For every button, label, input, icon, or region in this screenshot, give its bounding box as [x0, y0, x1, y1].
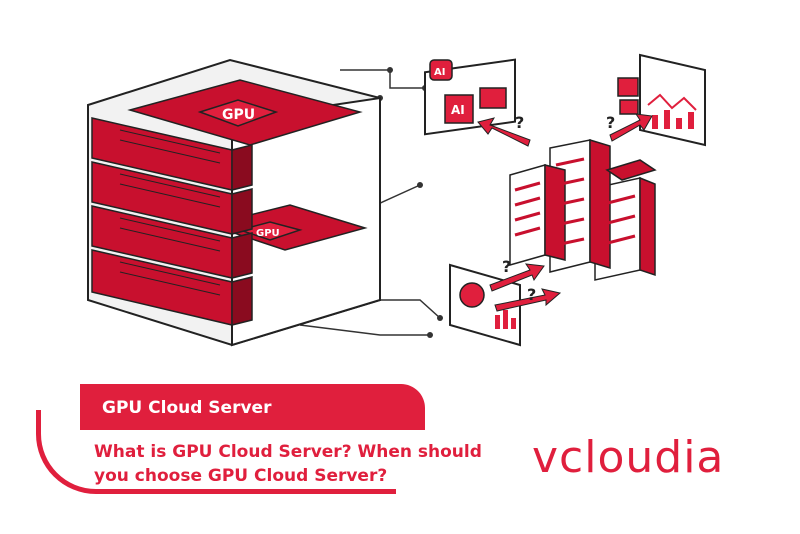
hero-illustration: GPU GPU AI — [87, 53, 706, 347]
gpu-board-top: GPU — [127, 79, 363, 146]
connector-dots — [377, 67, 443, 338]
server-rack: GPU GPU — [87, 58, 381, 347]
panel-ai-code: AI AI — [424, 58, 516, 136]
gpu-chip-label-top: GPU — [222, 107, 255, 123]
question-mark-2: ? — [606, 113, 615, 132]
gpu-chip-label-bottom: GPU — [256, 228, 280, 239]
banner-tag-label: GPU Cloud Server — [102, 398, 272, 418]
headline-line-2: you choose GPU Cloud Server? — [94, 466, 388, 486]
banner-frame — [36, 384, 425, 494]
banner-tag-pill — [80, 384, 425, 430]
headline: What is GPU Cloud Server? When should yo… — [94, 440, 534, 488]
data-center-towers — [509, 138, 657, 281]
headline-line-1: What is GPU Cloud Server? When should — [94, 442, 482, 462]
ai-badge-icon: AI — [434, 67, 445, 78]
banner-curve — [36, 410, 396, 494]
flow-arrows — [477, 113, 653, 312]
question-mark-1: ? — [515, 113, 524, 132]
panel-chart-top — [617, 53, 706, 147]
ai-core-icon: AI — [451, 103, 465, 117]
brand-logo: vcloudia — [532, 432, 725, 483]
question-mark-4: ? — [527, 285, 536, 304]
question-mark-3: ? — [502, 257, 511, 276]
